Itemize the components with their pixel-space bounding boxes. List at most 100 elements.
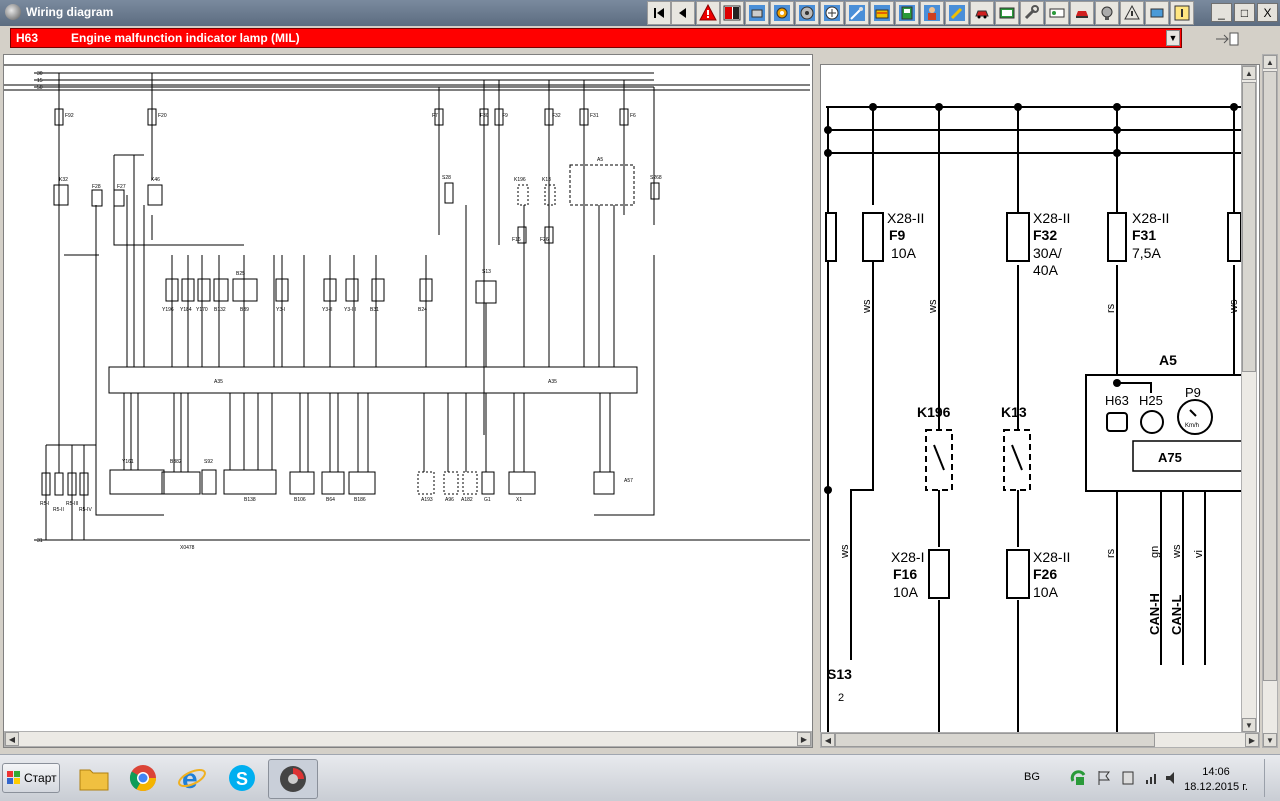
detail-vscroll-thumb[interactable] (1242, 82, 1256, 372)
schematic-button[interactable] (820, 1, 844, 25)
h63-label: H63 (1105, 393, 1129, 408)
taskbar-ie[interactable]: e (168, 759, 216, 797)
disc-icon (799, 5, 815, 21)
detail-diagram[interactable]: X28-II F9 10A X28-II F32 30A/ 40A X28-II… (821, 65, 1241, 733)
window-vertical-scrollbar[interactable]: ▲ ▼ (1262, 54, 1278, 748)
car-lift-button[interactable] (970, 1, 994, 25)
scroll-left-icon[interactable]: ◀ (821, 733, 835, 747)
clock-time: 14:06 (1202, 766, 1230, 778)
f31-id: F31 (1132, 227, 1156, 243)
clock[interactable]: 14:06 18.12.2015 г. (1180, 765, 1252, 795)
close-button[interactable]: X (1257, 3, 1278, 22)
info-button[interactable] (1170, 1, 1194, 25)
scroll-right-icon[interactable]: ▶ (797, 732, 811, 746)
sync-icon[interactable] (1070, 769, 1088, 787)
document-button[interactable] (1045, 1, 1069, 25)
svg-text:B382: B382 (170, 459, 182, 465)
export-icon (1216, 32, 1239, 46)
wire-color-ws: ws (1171, 544, 1183, 559)
f32-rating-1: 30A/ (1033, 245, 1062, 261)
a5-label: A5 (1159, 352, 1177, 368)
f32-conn: X28-II (1033, 210, 1070, 226)
engine-button[interactable] (745, 1, 769, 25)
gear-button[interactable] (770, 1, 794, 25)
scroll-up-icon[interactable]: ▲ (1263, 55, 1277, 69)
tools-button[interactable] (845, 1, 869, 25)
svg-text:R5-III: R5-III (66, 501, 78, 507)
globe-button[interactable] (1070, 1, 1094, 25)
taskbar-diagnostic-app[interactable] (268, 759, 318, 799)
lightbulb-button[interactable] (1145, 1, 1169, 25)
svg-text:B106: B106 (294, 497, 306, 503)
previous-icon (679, 8, 686, 18)
svg-text:A5: A5 (597, 157, 603, 163)
disc-button[interactable] (795, 1, 819, 25)
k196-label: K196 (917, 404, 951, 420)
show-desktop-button[interactable] (1264, 759, 1279, 797)
scroll-up-icon[interactable]: ▲ (1242, 66, 1256, 80)
detail-horizontal-scrollbar[interactable]: ◀ ▶ (820, 732, 1260, 748)
svg-text:X0478: X0478 (180, 545, 195, 551)
flag-icon[interactable] (1096, 769, 1112, 787)
wrench-button[interactable] (1020, 1, 1044, 25)
alert-button[interactable] (1095, 1, 1119, 25)
warning-button[interactable] (696, 1, 720, 25)
document-selector[interactable]: H63 Engine malfunction indicator lamp (M… (10, 28, 1182, 48)
svg-text:F16: F16 (512, 237, 521, 243)
scroll-down-icon[interactable]: ▼ (1242, 718, 1256, 732)
detail-hscroll-thumb[interactable] (835, 733, 1155, 747)
scroll-right-icon[interactable]: ▶ (1245, 733, 1259, 747)
can-h-label: CAN-H (1147, 593, 1162, 635)
scroll-left-icon[interactable]: ◀ (5, 732, 19, 746)
taskbar-explorer[interactable] (70, 759, 118, 797)
device-icon[interactable] (1120, 769, 1136, 787)
svg-text:S92: S92 (204, 459, 213, 465)
start-button[interactable]: Старт (2, 763, 60, 793)
tag-button[interactable] (1120, 1, 1144, 25)
svg-text:S: S (236, 769, 248, 789)
taskbar-chrome[interactable] (119, 759, 167, 797)
f32-rating-2: 40A (1033, 262, 1059, 278)
taskbar-skype[interactable]: S (218, 759, 266, 797)
person-button[interactable] (895, 1, 919, 25)
display-button[interactable] (995, 1, 1019, 25)
alert-icon (1099, 5, 1115, 21)
minimize-button[interactable]: _ (1211, 3, 1232, 22)
signal-icon[interactable] (1144, 769, 1160, 787)
previous-button[interactable] (671, 1, 695, 25)
f16-conn: X28-I (891, 549, 924, 565)
wire-color-rs: rs (1105, 548, 1117, 558)
svg-text:B132: B132 (214, 307, 226, 313)
restore-button[interactable]: □ (1234, 3, 1255, 22)
language-indicator[interactable]: BG (1024, 771, 1040, 783)
wrench-icon (1024, 5, 1040, 21)
svg-text:Y3-II: Y3-II (322, 307, 333, 313)
k13-label: K13 (1001, 404, 1027, 420)
taskbar: Старт e S BG 14:06 18.12.2015 г. (0, 754, 1280, 801)
detail-pane[interactable]: X28-II F9 10A X28-II F32 30A/ 40A X28-II… (820, 64, 1260, 734)
pen-button[interactable] (945, 1, 969, 25)
svg-text:Y184: Y184 (180, 307, 192, 313)
svg-text:F9: F9 (502, 113, 508, 119)
detail-vertical-scrollbar[interactable]: ▲ ▼ (1241, 65, 1257, 733)
start-label: Старт (24, 771, 57, 785)
chevron-down-icon[interactable]: ▼ (1166, 30, 1180, 46)
svg-text:B39: B39 (240, 307, 249, 313)
first-page-button[interactable] (647, 1, 671, 25)
split-view-button[interactable] (720, 1, 744, 25)
window-vscroll-thumb[interactable] (1263, 71, 1277, 681)
scroll-down-icon[interactable]: ▼ (1263, 733, 1277, 747)
svg-text:Y170: Y170 (196, 307, 208, 313)
car-button[interactable] (920, 1, 944, 25)
svg-text:Y3-III: Y3-III (344, 307, 356, 313)
svg-text:X1: X1 (516, 497, 522, 503)
overview-horizontal-scrollbar[interactable]: ◀ ▶ (4, 731, 812, 747)
folder-icon (79, 769, 109, 791)
battery-button[interactable] (870, 1, 894, 25)
svg-text:Y196: Y196 (162, 307, 174, 313)
clock-date: 18.12.2015 г. (1184, 781, 1248, 793)
volume-icon[interactable] (1164, 769, 1180, 787)
export-button[interactable] (1214, 31, 1240, 47)
